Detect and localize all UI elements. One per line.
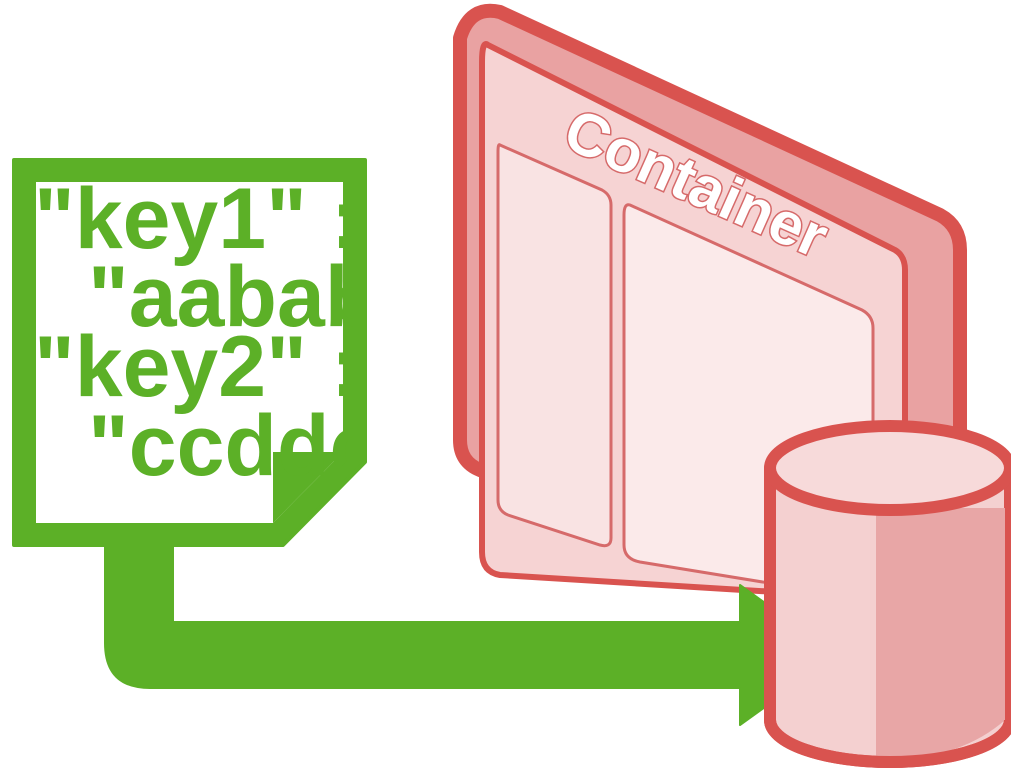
database-cylinder-icon	[764, 420, 1011, 768]
document-line-4: "ccddc"	[88, 398, 418, 494]
document-line-2: "aabab"	[88, 249, 418, 345]
document-line-3: "key2" :	[34, 319, 359, 415]
flow-arrow-icon	[104, 519, 839, 726]
json-document-icon: "key1" : "aabab" "key2" : "ccddc"	[12, 158, 418, 547]
document-line-1: "key1" :	[34, 171, 359, 267]
